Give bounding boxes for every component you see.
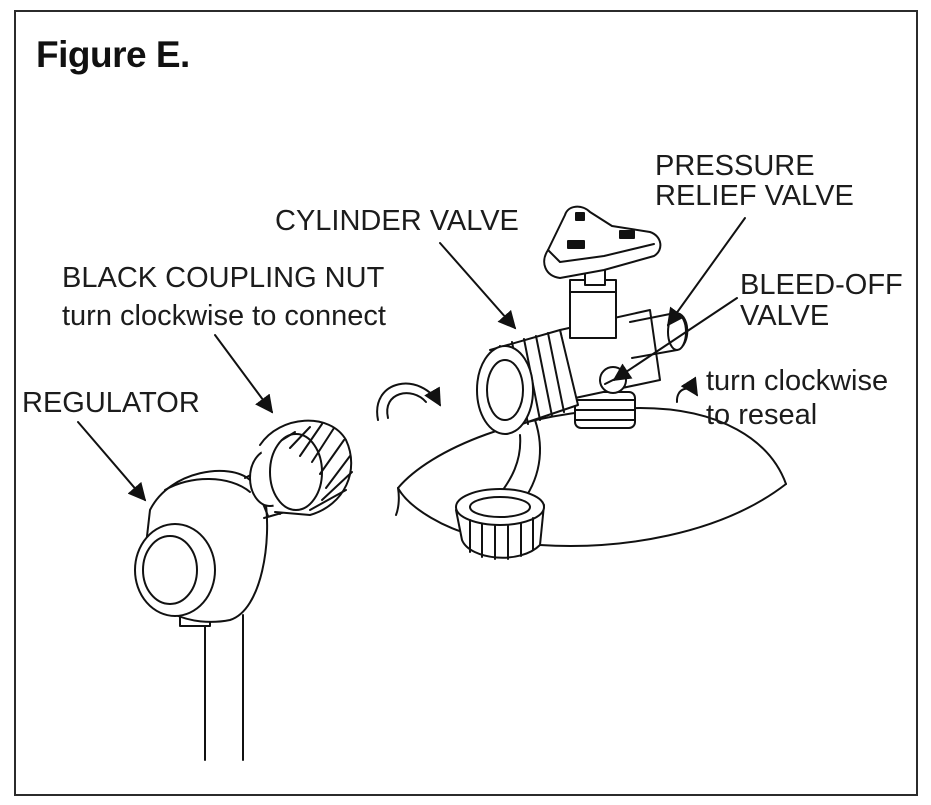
regulator-drawing bbox=[134, 461, 293, 761]
dust-cap-drawing bbox=[455, 488, 545, 560]
label-bleed-off-line2: VALVE bbox=[740, 300, 830, 332]
coupling-nut-drawing bbox=[249, 419, 353, 516]
label-pressure-relief-line2: RELIEF VALVE bbox=[655, 180, 854, 212]
label-reseal-line1: turn clockwise bbox=[706, 365, 889, 397]
label-coupling-instruction: turn clockwise to connect bbox=[62, 300, 386, 332]
label-black-coupling-nut: BLACK COUPLING NUT bbox=[62, 262, 385, 294]
cylinder-valve-drawing bbox=[476, 205, 689, 506]
label-cylinder-valve: CYLINDER VALVE bbox=[275, 205, 519, 237]
leader-regulator bbox=[77, 421, 147, 502]
rotate-arrow-right bbox=[675, 376, 698, 403]
figure-frame bbox=[14, 10, 918, 796]
leader-bleed-off bbox=[612, 297, 738, 381]
figure-title: Figure E. bbox=[36, 34, 190, 75]
rotate-arrow-left bbox=[376, 382, 441, 421]
label-pressure-relief-line1: PRESSURE bbox=[655, 150, 815, 182]
label-bleed-off-line1: BLEED-OFF bbox=[740, 269, 903, 301]
leader-coupling-nut bbox=[214, 334, 274, 414]
leader-cylinder-valve bbox=[439, 242, 517, 330]
label-reseal-line2: to reseal bbox=[706, 399, 818, 431]
leader-pressure-relief bbox=[666, 217, 746, 327]
label-regulator: REGULATOR bbox=[22, 387, 200, 419]
